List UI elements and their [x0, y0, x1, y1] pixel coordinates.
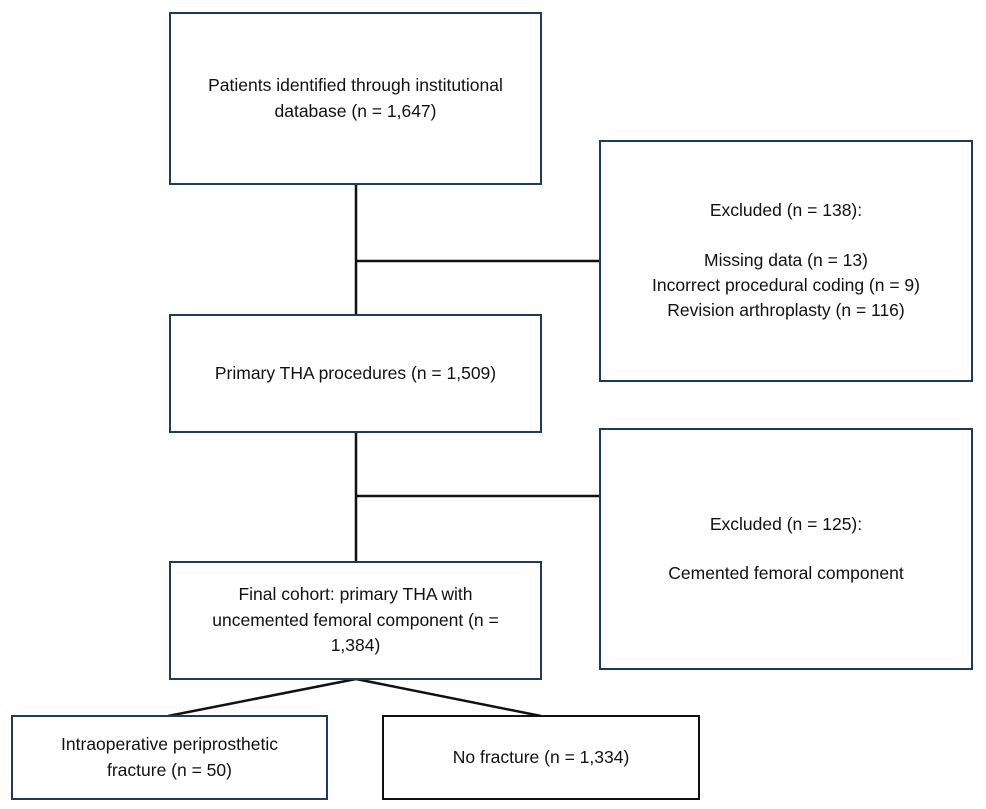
excluded-1-item-missing-data: Missing data (n = 13): [704, 249, 868, 270]
fracture-line-1: Intraoperative periprosthetic: [61, 734, 278, 755]
identified-box: Patients identified through institutiona…: [169, 12, 542, 185]
primary-line-1: Primary THA procedures (n = 1,509): [214, 362, 497, 383]
excluded-box-2: Excluded (n = 125): Cemented femoral com…: [599, 428, 973, 670]
connector-final-to-fracture: [167, 677, 357, 718]
excluded-2-item-cemented: Cemented femoral component: [668, 563, 904, 583]
final-line-2: uncemented femoral component (n =: [212, 609, 499, 630]
identified-line-2: database (n = 1,647): [274, 100, 437, 121]
excluded-2-heading: Excluded (n = 125):: [709, 513, 863, 534]
final-line-3: 1,384): [330, 635, 381, 656]
primary-box: Primary THA procedures (n = 1,509): [169, 314, 542, 433]
final-cohort-box: Final cohort: primary THA with uncemente…: [169, 561, 542, 680]
excluded-1-item-incorrect-coding: Incorrect procedural coding (n = 9): [652, 275, 920, 295]
no-fracture-box: No fracture (n = 1,334): [382, 715, 700, 800]
excluded-1-heading: Excluded (n = 138):: [709, 200, 863, 221]
fracture-box: Intraoperative periprosthetic fracture (…: [11, 715, 328, 800]
fracture-line-2: fracture (n = 50): [106, 759, 232, 780]
final-line-1: Final cohort: primary THA with: [238, 584, 473, 605]
identified-line-1: Patients identified through institutiona…: [208, 75, 503, 96]
excluded-box-1: Excluded (n = 138): Missing data (n = 13…: [599, 140, 973, 382]
connector-final-to-nofracture: [355, 677, 542, 718]
excluded-1-item-revision: Revision arthroplasty (n = 116): [667, 300, 905, 321]
no-fracture-line-1: No fracture (n = 1,334): [452, 746, 630, 767]
